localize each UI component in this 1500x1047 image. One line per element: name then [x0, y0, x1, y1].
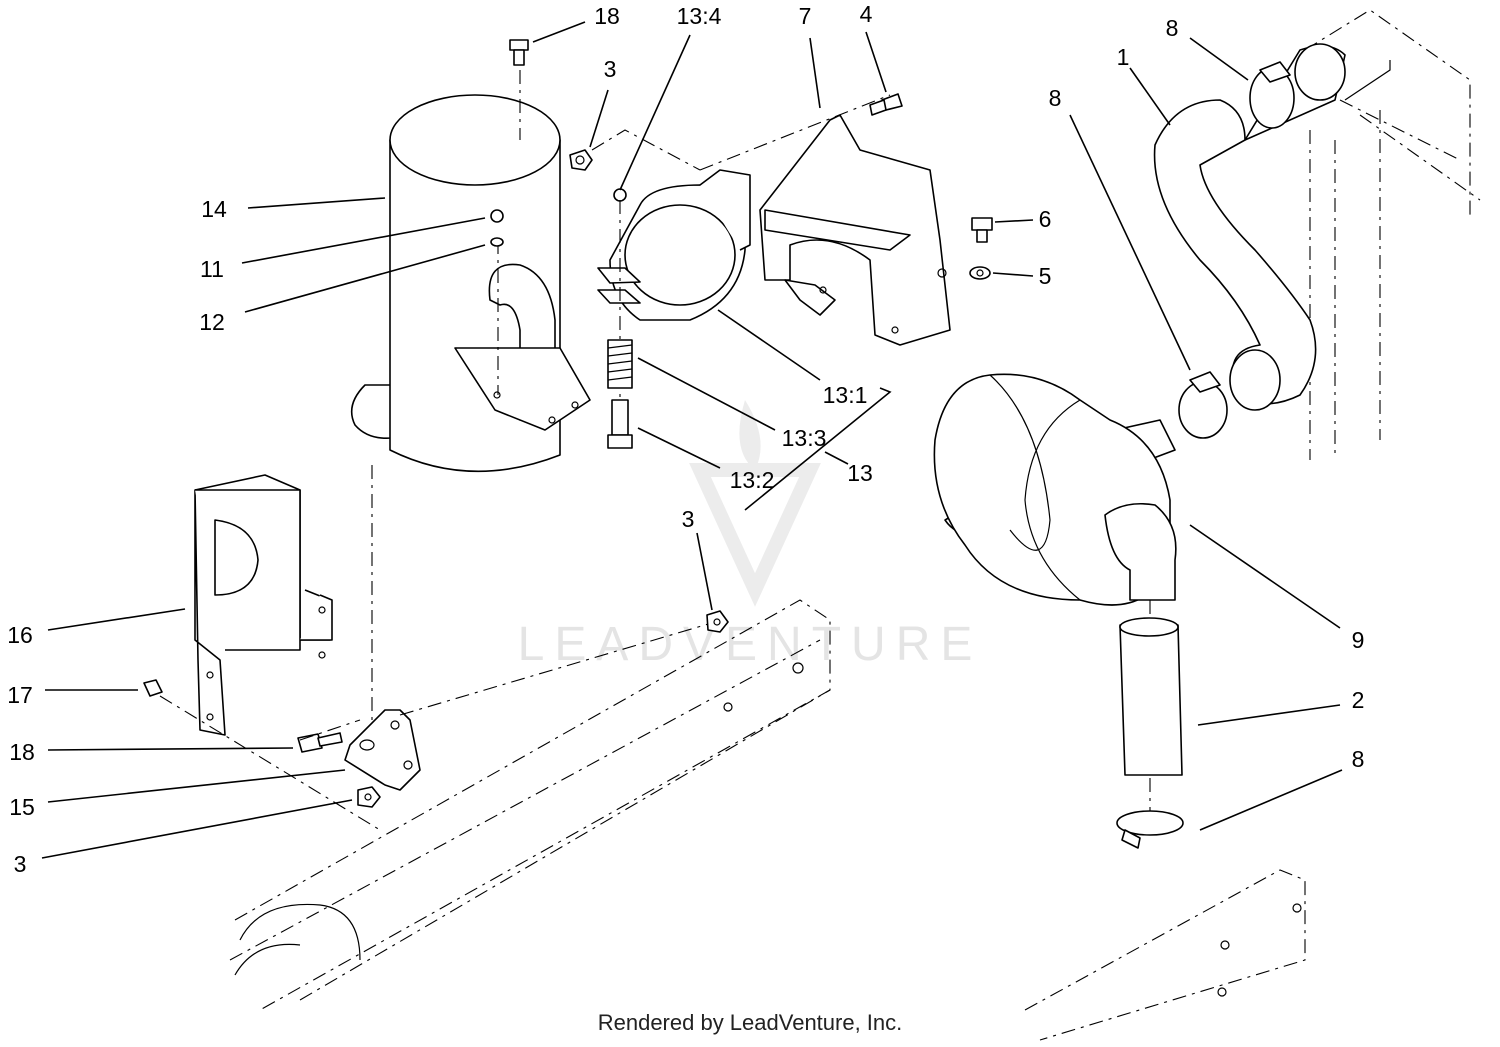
callout-3: 3 — [14, 851, 27, 877]
callout-18: 18 — [594, 3, 620, 29]
clamp-spring — [607, 339, 633, 389]
washer — [969, 266, 991, 280]
center-line — [591, 129, 701, 171]
bolt — [297, 732, 343, 753]
callout-8: 8 — [1166, 15, 1179, 41]
muffler-bracket — [759, 114, 951, 346]
callout-1: 1 — [1117, 44, 1130, 70]
callout-14: 14 — [201, 196, 227, 222]
nut — [569, 149, 593, 171]
heat-shield — [194, 474, 333, 736]
muffler — [350, 94, 591, 473]
hose-clamp — [1249, 61, 1295, 129]
intake-hose — [1119, 617, 1183, 776]
callout-12: 12 — [199, 309, 225, 335]
callout-3: 3 — [682, 506, 695, 532]
hose-clamp — [1116, 810, 1184, 849]
callout-5: 5 — [1039, 263, 1052, 289]
hose-clamp — [1178, 371, 1228, 439]
frame-rail — [229, 599, 1306, 1041]
callout-13: 13 — [847, 460, 873, 486]
callout-17: 17 — [7, 682, 33, 708]
callout-labels: 18 13:4 7 4 3 14 11 12 6 5 13:1 13:3 13 … — [7, 1, 1364, 877]
callout-9: 9 — [1352, 627, 1365, 653]
bolt — [869, 93, 903, 116]
watermark-flame-icon — [739, 400, 761, 470]
callout-13-4: 13:4 — [677, 3, 722, 29]
callout-3: 3 — [604, 56, 617, 82]
center-line — [399, 621, 716, 716]
lower-bracket — [344, 709, 421, 791]
air-cleaner — [933, 373, 1177, 606]
leader-lines — [41, 21, 1343, 859]
callout-18: 18 — [9, 739, 35, 765]
callout-7: 7 — [799, 3, 812, 29]
callout-13-2: 13:2 — [730, 467, 775, 493]
watermark-text: LEADVENTURE — [518, 618, 983, 671]
callout-15: 15 — [9, 794, 35, 820]
center-line — [159, 695, 381, 831]
callout-11: 11 — [200, 256, 224, 282]
callout-8: 8 — [1049, 85, 1062, 111]
callout-16: 16 — [7, 622, 33, 648]
callout-13-3: 13:3 — [782, 425, 827, 451]
footer-credit: Rendered by LeadVenture, Inc. — [597, 1010, 903, 1035]
callout-6: 6 — [1039, 206, 1052, 232]
screw — [971, 217, 993, 243]
bolt — [143, 679, 163, 697]
callout-13-1: 13:1 — [823, 382, 868, 408]
nut — [706, 610, 729, 633]
radiator-frame — [1304, 9, 1481, 460]
nut — [357, 786, 381, 808]
callout-8: 8 — [1352, 746, 1365, 772]
callout-2: 2 — [1352, 687, 1365, 713]
center-line — [299, 719, 361, 741]
bolt — [509, 39, 529, 66]
center-line — [699, 94, 891, 171]
muffler-clamp — [597, 169, 751, 450]
watermark: LEADVENTURE — [518, 400, 983, 671]
clamp-bolt — [607, 399, 633, 449]
callout-4: 4 — [860, 1, 873, 27]
